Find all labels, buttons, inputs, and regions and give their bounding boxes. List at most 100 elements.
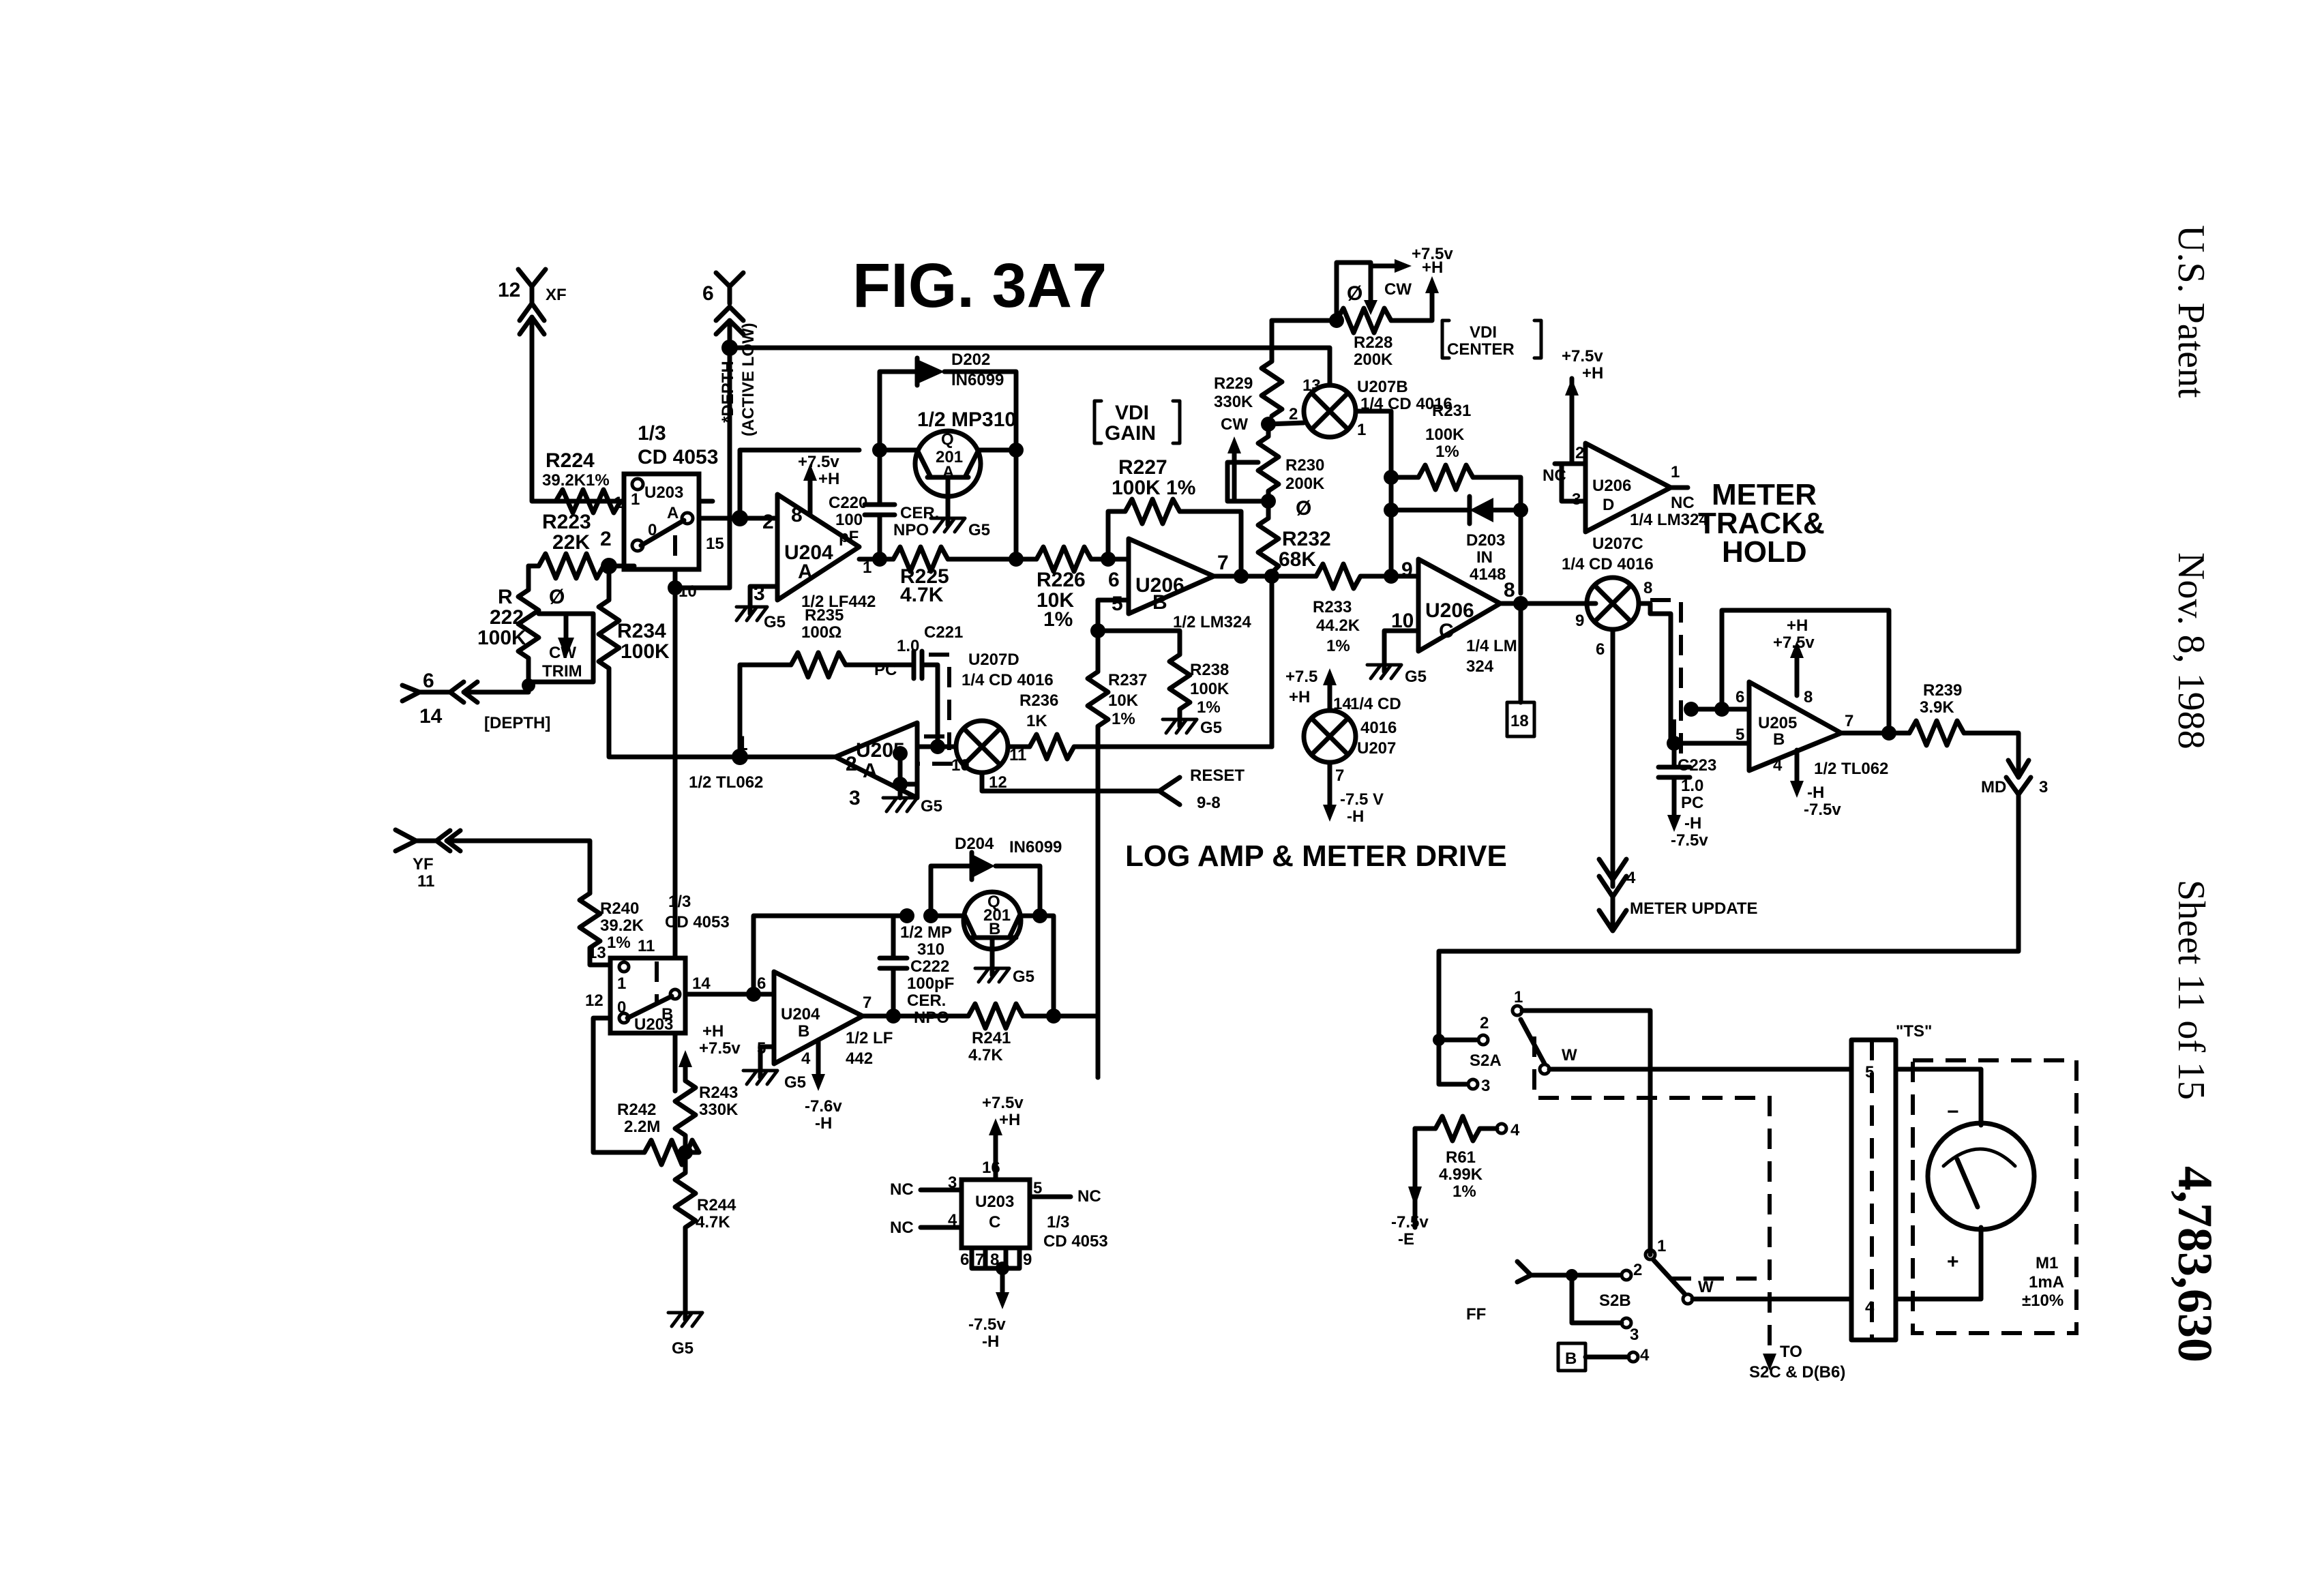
r240-ref: R240 xyxy=(600,899,639,918)
u205b-pin-vcc: 8 xyxy=(1804,688,1813,706)
u207-supply-bot-2: -H xyxy=(1347,807,1364,826)
u207b-pin2: 2 xyxy=(1289,405,1298,423)
r228-symbol: Ø xyxy=(1347,282,1362,305)
r226-value: 10K xyxy=(1037,589,1074,612)
box-b-label: B xyxy=(1565,1349,1577,1368)
connector-reset: RESET 9-8 xyxy=(1157,766,1245,812)
box-b: B xyxy=(1556,1341,1631,1373)
c223-type: PC xyxy=(1681,794,1703,812)
switch-u203b: 1 0 B U203 13 11 12 14 1/3 CD 4053 xyxy=(585,893,761,1155)
u206d-ref: U206 xyxy=(1592,477,1631,495)
u207b-pin1: 1 xyxy=(1357,421,1366,439)
trim-pot-r222[interactable]: R 222 100K Ø CW TRIM xyxy=(477,563,596,692)
u205b-supply-bot-2: -7.5v xyxy=(1804,801,1841,819)
r61-ref: R61 xyxy=(1446,1148,1476,1167)
switch-u207d: 10 11 12 U207D 1/4 CD 4016 xyxy=(951,651,1162,794)
u206b-pin-noninv: 5 xyxy=(1112,593,1123,615)
opamp-u206d: +7.5v +H 2 3 1 NC NC U206 D 1/4 LM324 xyxy=(1543,347,1708,535)
u207-supply-bot-1: -7.5 V xyxy=(1340,790,1384,809)
r233-value: 44.2K xyxy=(1316,616,1360,635)
switch-s2b[interactable]: 1 2 S2B 3 4 W xyxy=(1515,1237,1854,1364)
q201a-label-1: Q xyxy=(941,430,954,449)
u207b-pin13: 13 xyxy=(1302,376,1321,395)
u204b-part-2: 442 xyxy=(846,1049,873,1068)
ts-label: "TS" xyxy=(1896,1022,1932,1041)
u205b-supply-top-1: +H xyxy=(1787,616,1808,635)
terminal-strip-ts: 5 4 "TS" xyxy=(1849,1022,1932,1343)
r232-value: 68K xyxy=(1279,548,1316,571)
switch-u203a: U203 A 0 1 1 2 15 10 1/3 CD 4053 xyxy=(600,422,724,601)
patent-header: U.S. Patent Nov. 8, 1988 Sheet 11 of 15 … xyxy=(2168,225,2222,1362)
r61-tol: 1% xyxy=(1452,1182,1476,1201)
r236-value: 1K xyxy=(1026,712,1047,730)
r243-supply-1: +H xyxy=(702,1022,724,1041)
c220-ref: C220 xyxy=(829,494,867,512)
r238-ref: R238 xyxy=(1190,661,1229,679)
q201b-gnd: G5 xyxy=(1013,968,1034,986)
d202-ref: D202 xyxy=(951,350,990,369)
r243-ref: R243 xyxy=(699,1084,738,1102)
c220-type-1: CER. xyxy=(900,504,939,522)
u204b-unit: B xyxy=(798,1022,809,1041)
r237-value: 10K xyxy=(1108,691,1139,710)
u203a-pin1: 1 xyxy=(614,494,623,512)
s2b-ref: S2B xyxy=(1599,1292,1631,1310)
u204a-supply-1: +7.5v xyxy=(798,453,839,471)
u203c-pin16: 16 xyxy=(982,1159,1000,1177)
u207c-ref: U207C xyxy=(1592,535,1643,553)
r240-value: 39.2K xyxy=(600,916,644,935)
u207c-pin8: 8 xyxy=(1643,579,1652,597)
u207d-part: 1/4 CD 4016 xyxy=(962,671,1054,689)
pot-r230[interactable]: CW R230 200K Ø xyxy=(1221,415,1325,520)
pot-r228[interactable]: Ø CW R228 200K +7.5v +H xyxy=(1269,245,1453,369)
r233-ref: R233 xyxy=(1313,598,1352,616)
u204b-ref: U204 xyxy=(781,1005,820,1024)
u204a-pin-noninv: 3 xyxy=(754,582,765,605)
depth-top-note: (ACTIVE LOW) xyxy=(739,323,758,436)
u206d-nc-right: NC xyxy=(1671,494,1695,512)
u204a-supply-2: +H xyxy=(818,470,839,488)
u205a-part: 1/2 TL062 xyxy=(689,773,763,792)
u204b-gnd: G5 xyxy=(784,1073,806,1092)
reset-pin: 9-8 xyxy=(1197,794,1221,812)
r222-ref-2: 222 xyxy=(490,606,524,629)
transistor-q201b: Q 201 B 1/2 MP 310 G5 xyxy=(900,889,1043,986)
vdi-center-2: CENTER xyxy=(1447,340,1515,359)
depth-left-pin-bottom: 14 xyxy=(419,705,443,728)
r236-ref: R236 xyxy=(1019,691,1058,710)
u203a-sw1: 1 xyxy=(631,490,640,509)
opamp-u205a: 1 2 3 U205 A 1/2 TL062 G5 xyxy=(689,720,957,816)
u205a-gnd: G5 xyxy=(921,797,942,816)
r222-ref-1: R xyxy=(498,586,513,608)
switch-u207b: 13 2 1 U207B 1/4 CD 4016 xyxy=(1266,345,1452,480)
r230-ref: R230 xyxy=(1285,456,1324,475)
r244-value: 4.7K xyxy=(696,1213,730,1232)
patent-number: 4,783,630 xyxy=(2168,1166,2222,1362)
u206d-pin-out: 1 xyxy=(1671,463,1680,481)
u207-part2: 4016 xyxy=(1360,719,1397,737)
meter-update-pin: 4 xyxy=(1626,869,1636,887)
c222-value: 100pF xyxy=(907,974,954,993)
r225-value: 4.7K xyxy=(900,584,944,606)
u205b-unit: B xyxy=(1773,730,1785,749)
depth-top-pin: 6 xyxy=(702,282,714,305)
vdi-gain-2: GAIN xyxy=(1105,422,1156,445)
r228-ref: R228 xyxy=(1354,333,1392,352)
capacitor-c220: C220 100 pF CER. NPO xyxy=(829,447,939,562)
connector-md: MD 3 xyxy=(1436,758,2048,1019)
u205a-pin-out: 1 xyxy=(736,732,748,755)
u204b-pin-vee: 4 xyxy=(801,1049,811,1068)
reset-label: RESET xyxy=(1190,766,1245,785)
r230-symbol: Ø xyxy=(1296,497,1311,520)
resistor-r223: R223 22K xyxy=(526,511,637,581)
r228-supply-1: +7.5v xyxy=(1412,245,1453,263)
switch-s2a[interactable]: 2 S2A 3 1 W xyxy=(1433,988,1854,1357)
m1-tol: ±10% xyxy=(2022,1292,2064,1310)
s2b-wiper: W xyxy=(1698,1278,1714,1296)
d203-part-2: 4148 xyxy=(1470,565,1506,584)
u203b-sw1: 1 xyxy=(617,974,626,993)
u204a-pin-out: 1 xyxy=(863,558,872,577)
r227-ref: R227 xyxy=(1118,456,1167,479)
u203b-pin14: 14 xyxy=(692,974,711,993)
r61-value: 4.99K xyxy=(1439,1165,1483,1184)
